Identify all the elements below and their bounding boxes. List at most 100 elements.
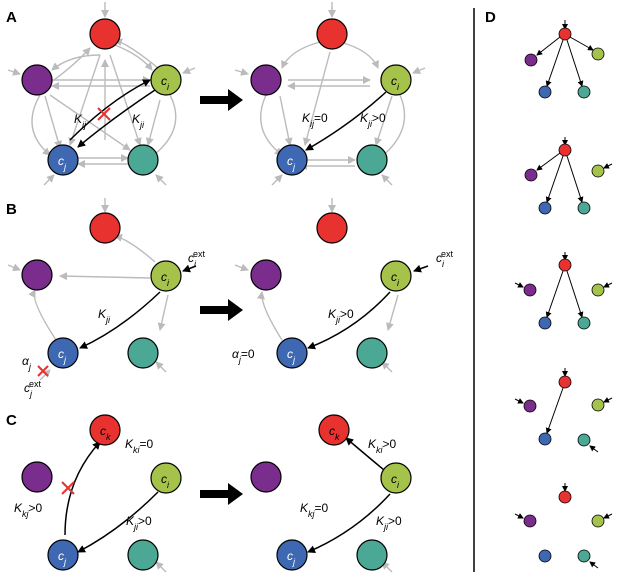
node-teal (127, 337, 159, 369)
label-kki-zero: Kki=0 (125, 437, 154, 455)
node-blue (538, 85, 552, 99)
node-red (316, 212, 348, 244)
node-green (591, 47, 605, 61)
panel-b-right-network: ci cj ciext Kji>0 αj=0 (232, 198, 454, 373)
panel-d-tree-2 (524, 137, 613, 215)
node-purple (21, 259, 53, 291)
node-purple (523, 399, 537, 413)
cut-mark (37, 365, 49, 377)
label-alpha-j-zero: αj=0 (232, 347, 255, 365)
node-purple (524, 168, 538, 182)
node-ci-label: ci (161, 74, 170, 92)
transition-arrow-b (200, 299, 243, 321)
node-red (89, 18, 121, 50)
node-cj-label: cj (287, 549, 296, 567)
node-cj-label: cj (58, 549, 67, 567)
node-blue (538, 316, 552, 330)
panel-letter-a: A (6, 9, 17, 26)
node-purple (250, 64, 282, 96)
node-red (558, 375, 572, 389)
label-kkj-positive: Kkj>0 (14, 501, 43, 519)
node-ci (150, 462, 182, 494)
node-green (591, 283, 605, 297)
panel-letter-c: C (6, 412, 17, 429)
panel-c-right-network: ck ci cj Kki>0 Kkj=0 Kji>0 (250, 414, 412, 573)
node-blue (538, 549, 552, 563)
label-kij: Kij (74, 112, 87, 130)
node-purple (21, 461, 53, 493)
node-green (591, 398, 605, 412)
label-ci-ext: ciext (188, 249, 206, 269)
label-kji: Kji (132, 112, 145, 130)
node-red (558, 27, 572, 41)
transition-arrow-c (200, 483, 243, 505)
node-ci (380, 64, 412, 96)
node-teal (127, 539, 159, 571)
node-cj-label: cj (287, 347, 296, 365)
node-teal (356, 144, 388, 176)
cut-mark (97, 107, 111, 121)
node-ci-label: ci (391, 472, 400, 490)
node-teal (356, 539, 388, 571)
node-ci-label: ci (161, 472, 170, 490)
node-purple (523, 283, 537, 297)
transition-arrow-a (200, 89, 243, 111)
panel-d-tree-3 (514, 252, 613, 330)
node-purple (524, 53, 538, 67)
node-ck-label: ck (100, 424, 111, 442)
label-kki-positive: Kki>0 (368, 437, 397, 455)
node-red (558, 258, 572, 272)
panel-letter-b: B (6, 201, 17, 218)
node-ci (380, 260, 412, 292)
panel-c-left-network: ck ci cj Kki=0 Kkj>0 Kji>0 (14, 414, 182, 573)
node-cj (47, 144, 79, 176)
cut-mark (61, 481, 75, 495)
node-teal (577, 201, 591, 215)
label-kji-positive: Kji>0 (376, 514, 402, 532)
node-ci-label: ci (161, 270, 170, 288)
panel-letter-d: D (485, 9, 496, 26)
node-ci (380, 462, 412, 494)
label-ci-ext: ciext (436, 249, 454, 269)
node-teal (577, 433, 591, 447)
node-purple (250, 461, 282, 493)
node-red (558, 490, 572, 504)
node-ck (318, 414, 350, 446)
node-green (591, 514, 605, 528)
node-purple (250, 259, 282, 291)
node-red (89, 212, 121, 244)
node-ci (150, 260, 182, 292)
panel-b-left-network: ci cj ciext Kji αj cjext (7, 198, 206, 399)
label-kji-positive: Kji>0 (360, 111, 386, 129)
node-ci (150, 64, 182, 96)
node-red (316, 18, 348, 50)
node-teal (127, 144, 159, 176)
node-cj (276, 539, 308, 571)
panel-d-tree-4 (514, 368, 613, 453)
label-cj-ext: cjext (24, 379, 42, 399)
node-blue (538, 201, 552, 215)
label-kji-positive: Kji>0 (126, 514, 152, 532)
node-cj (276, 144, 308, 176)
node-cj-label: cj (287, 154, 296, 172)
node-red (558, 143, 572, 157)
node-teal (577, 549, 591, 563)
node-purple (523, 514, 537, 528)
node-purple (21, 64, 53, 96)
label-kji: Kji (98, 307, 111, 325)
node-ck-label: ck (329, 424, 340, 442)
node-teal (577, 316, 591, 330)
label-kkj-zero: Kkj=0 (300, 501, 329, 519)
node-ci-label: ci (391, 74, 400, 92)
label-kij-zero: Kij=0 (302, 111, 328, 129)
node-cj-label: cj (58, 347, 67, 365)
panel-d-tree-1 (524, 20, 605, 99)
node-teal (356, 337, 388, 369)
node-teal (577, 85, 591, 99)
node-blue (538, 432, 552, 446)
panel-a-left-network: ci cj Kij Kji (7, 2, 196, 186)
panel-a-right-network: ci cj Kij=0 Kji>0 (234, 2, 426, 186)
panel-d-tree-5 (514, 483, 613, 569)
